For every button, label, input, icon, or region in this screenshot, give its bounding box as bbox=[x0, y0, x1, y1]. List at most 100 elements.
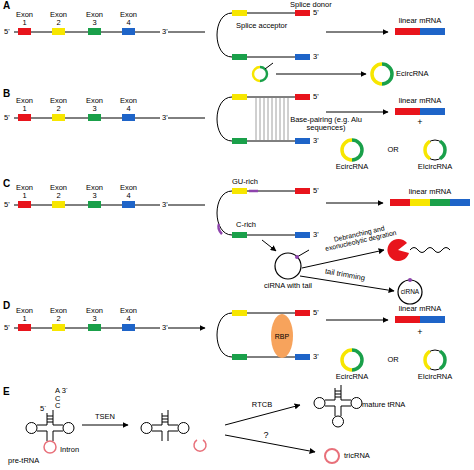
exon-label: Exon 2 bbox=[49, 11, 68, 27]
annotation-label: ciRNA bbox=[401, 288, 419, 295]
exon-box: Exon 4 bbox=[122, 28, 135, 35]
annotation-label: EIcircRNA bbox=[418, 163, 453, 171]
exon-box: Exon 4 bbox=[122, 201, 135, 208]
annotation-label: + bbox=[417, 118, 422, 128]
tricrna-circle bbox=[325, 449, 339, 463]
exon-label: Exon 1 bbox=[15, 97, 34, 113]
exon-label: Exon 1 bbox=[15, 11, 34, 27]
process-arrow bbox=[326, 320, 388, 321]
annotation-label: tricRNA bbox=[344, 452, 370, 460]
exon-label: Exon 2 bbox=[49, 184, 68, 200]
annotation-label: 3' bbox=[313, 53, 319, 61]
mrna-exon-4 bbox=[420, 108, 445, 115]
process-arrow bbox=[276, 74, 366, 75]
mrna-exon-2 bbox=[410, 199, 430, 206]
annotation-label: Base-pairing (e.g. Alu sequences) bbox=[290, 116, 362, 133]
process-arrow bbox=[326, 203, 383, 204]
exon-box: Exon 4 bbox=[122, 114, 135, 121]
gu-rich-mark bbox=[249, 190, 258, 193]
annotation-label: EcircRNA bbox=[396, 70, 429, 78]
annotation-label: 3' bbox=[162, 28, 168, 36]
annotation-label: 3' bbox=[313, 137, 319, 145]
exon-label: Exon 3 bbox=[85, 97, 104, 113]
mature-trna bbox=[314, 385, 362, 416]
ecircrna-circle bbox=[342, 140, 362, 160]
panel-letter: D bbox=[3, 300, 10, 311]
exon-box: Exon 1 bbox=[18, 114, 31, 121]
annotation-label: 3' bbox=[162, 201, 168, 209]
lariat-tail bbox=[297, 250, 309, 257]
annotation-label: linear mRNA bbox=[399, 305, 442, 313]
exon-box: Exon 3 bbox=[88, 201, 101, 208]
pre-mrna-strand bbox=[14, 32, 160, 328]
exon-label: Exon 4 bbox=[119, 307, 138, 323]
branch-point bbox=[295, 255, 299, 259]
exon-label: Exon 3 bbox=[85, 184, 104, 200]
exon-box: Exon 1 bbox=[18, 201, 31, 208]
annotation-label: C-rich bbox=[236, 221, 256, 229]
degraded-strand bbox=[410, 248, 450, 253]
exon-box: Exon 3 bbox=[88, 324, 101, 331]
annotation-label: 5' bbox=[4, 114, 10, 122]
process-arrow bbox=[326, 112, 388, 113]
annotation-label: 5' bbox=[313, 309, 319, 317]
annotation-label: Splice donor bbox=[290, 1, 332, 9]
annotation-label: 3' bbox=[313, 231, 319, 239]
annotation-label: linear mRNA bbox=[399, 97, 442, 105]
panel-letter: C bbox=[3, 178, 10, 189]
annotation-label: EIcircRNA bbox=[418, 373, 453, 381]
ecircrna-circle bbox=[342, 350, 362, 370]
panel-letter: B bbox=[3, 88, 10, 99]
ecircrna-circle bbox=[253, 67, 267, 81]
degraded-lariat bbox=[387, 239, 409, 261]
annotation-label: 5' bbox=[313, 187, 319, 195]
process-arrow bbox=[262, 240, 276, 251]
annotation-label: linear mRNA bbox=[409, 188, 452, 196]
annotation-label: TSEN bbox=[95, 413, 115, 421]
annotation-label: 5' bbox=[313, 9, 319, 17]
annotation-label: + bbox=[417, 328, 422, 338]
annotation-label: OR bbox=[387, 356, 398, 364]
exon-box: Exon 3 bbox=[88, 114, 101, 121]
ecircrna-circle bbox=[372, 64, 392, 84]
panel-letter: A bbox=[3, 0, 10, 11]
exon-label: Exon 4 bbox=[119, 184, 138, 200]
annotation-label: 5' bbox=[313, 93, 319, 101]
exon-box: Exon 3 bbox=[88, 28, 101, 35]
annotation-label: 3' bbox=[162, 114, 168, 122]
annotation-label: Intron bbox=[60, 446, 79, 454]
intron-loop bbox=[44, 441, 56, 453]
exon-box: Exon 1 bbox=[18, 324, 31, 331]
annotation-label: mature tRNA bbox=[362, 401, 405, 409]
exon-label: Exon 4 bbox=[119, 97, 138, 113]
mrna-exon-3 bbox=[430, 199, 450, 206]
annotation-label: Splice acceptor bbox=[236, 22, 287, 30]
mrna-exon-4 bbox=[420, 316, 445, 323]
annotation-label: GU-rich bbox=[232, 178, 258, 186]
annotation-label: OR bbox=[387, 146, 398, 154]
annotation-label: pre-tRNA bbox=[8, 457, 39, 465]
base-pairing-lines bbox=[256, 98, 288, 140]
exon-label: Exon 2 bbox=[49, 97, 68, 113]
intron-lariat bbox=[275, 253, 301, 279]
exon-label: Exon 2 bbox=[49, 307, 68, 323]
annotation-label: 5´ bbox=[40, 405, 47, 413]
rbp-label: RBP bbox=[275, 333, 289, 340]
mrna-exon-4 bbox=[450, 199, 470, 206]
annotation-label: 5' bbox=[4, 28, 10, 36]
lariat-tail bbox=[265, 63, 273, 69]
branch-point bbox=[408, 278, 412, 282]
exon-label: Exon 3 bbox=[85, 307, 104, 323]
annotation-label: linear mRNA bbox=[399, 17, 442, 25]
annotation-label: RTCB bbox=[252, 401, 272, 409]
annotation-label: ciRNA with tail bbox=[264, 282, 312, 290]
exon-box: Exon 2 bbox=[52, 201, 65, 208]
trna-halves bbox=[141, 410, 189, 441]
exon-box: Exon 4 bbox=[122, 324, 135, 331]
annotation-label: C bbox=[55, 402, 60, 410]
cirna-circle bbox=[398, 280, 422, 304]
lariat-product bbox=[253, 67, 267, 81]
c-rich-mark bbox=[218, 224, 222, 234]
mrna-exon-1 bbox=[395, 316, 420, 323]
